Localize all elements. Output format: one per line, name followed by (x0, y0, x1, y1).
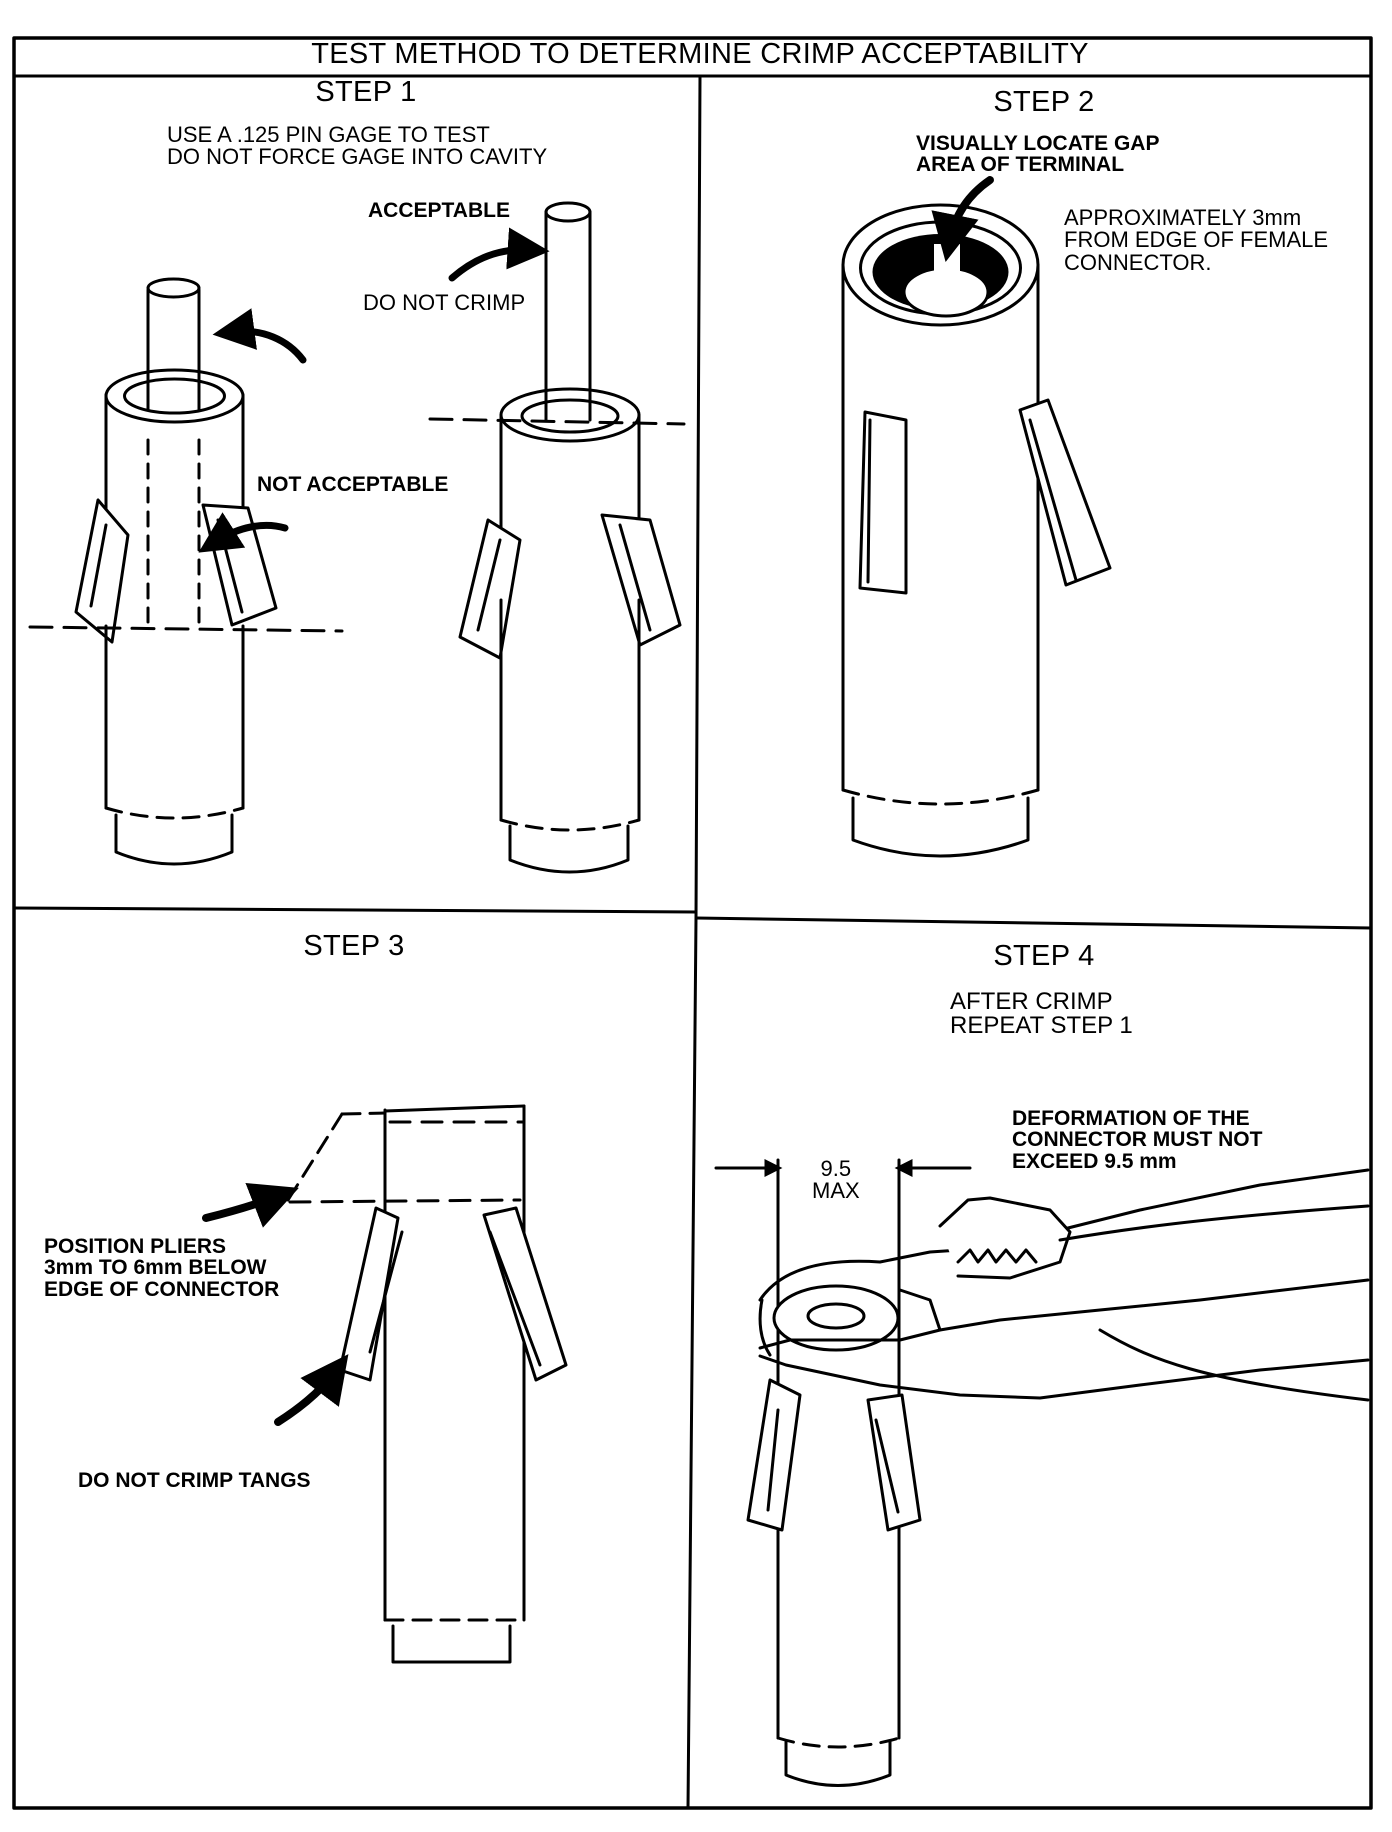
step4-heading: STEP 4 (993, 940, 1095, 972)
step3-tangs: DO NOT CRIMP TANGS (78, 1469, 311, 1492)
step2-arrow (931, 176, 994, 262)
step3-connector (286, 1104, 568, 1664)
step4-deformation-line2: CONNECTOR MUST NOT (1012, 1128, 1263, 1152)
step1-instruction: USE A .125 PIN GAGE TO TEST DO NOT FORCE… (167, 122, 548, 170)
step1-heading: STEP 1 (315, 76, 417, 108)
step1-arrows (198, 227, 550, 553)
step2-approx: APPROXIMATELY 3mm FROM EDGE OF FEMALE CO… (1064, 205, 1329, 275)
step4-deformation-line3: EXCEED 9.5 mm (1012, 1149, 1177, 1173)
step4-after-line1: AFTER CRIMP (950, 988, 1113, 1015)
step4-after-line2: REPEAT STEP 1 (950, 1012, 1133, 1040)
step4-dimension-value: 9.5 (820, 1156, 852, 1181)
frame (12, 36, 1373, 1810)
step1-instruction-line2: DO NOT FORCE GAGE INTO CAVITY (167, 144, 548, 170)
step4-deformation-line1: DEFORMATION OF THE (1012, 1107, 1250, 1130)
step2-locate: VISUALLY LOCATE GAP AREA OF TERMINAL (916, 133, 1159, 176)
step1-instruction-line1: USE A .125 PIN GAGE TO TEST (167, 122, 490, 147)
step4-dimension: 9.5 MAX (812, 1156, 860, 1204)
step4-dimension-max: MAX (812, 1178, 860, 1204)
step1-connector-not-acceptable (28, 277, 344, 866)
step3-arrows (202, 1182, 349, 1426)
step2-locate-line1: VISUALLY LOCATE GAP (916, 132, 1160, 155)
step3-position-line3: EDGE OF CONNECTOR (44, 1277, 280, 1301)
step4-pliers (714, 1158, 1370, 1787)
acceptable-label: ACCEPTABLE (368, 199, 510, 222)
step3-position-line2: 3mm TO 6mm BELOW (44, 1256, 267, 1280)
step2-approx-line2: FROM EDGE OF FEMALE (1064, 227, 1329, 253)
step3-heading: STEP 3 (303, 930, 405, 962)
step2-approx-line3: CONNECTOR. (1064, 249, 1212, 275)
step4-deformation: DEFORMATION OF THE CONNECTOR MUST NOT EX… (1012, 1107, 1263, 1173)
step2-approx-line1: APPROXIMATELY 3mm (1064, 205, 1302, 230)
step3-position-line1: POSITION PLIERS (44, 1235, 227, 1258)
step3-position: POSITION PLIERS 3mm TO 6mm BELOW EDGE OF… (44, 1235, 280, 1301)
step2-locate-line2: AREA OF TERMINAL (916, 153, 1125, 177)
step2-heading: STEP 2 (993, 86, 1095, 118)
page-title: TEST METHOD TO DETERMINE CRIMP ACCEPTABI… (311, 38, 1089, 70)
step2-connector (841, 203, 1112, 858)
do-not-crimp-label: DO NOT CRIMP (363, 290, 526, 315)
step1-connector-acceptable (428, 201, 686, 874)
not-acceptable-label: NOT ACCEPTABLE (257, 473, 449, 496)
step4-after: AFTER CRIMP REPEAT STEP 1 (950, 988, 1133, 1040)
